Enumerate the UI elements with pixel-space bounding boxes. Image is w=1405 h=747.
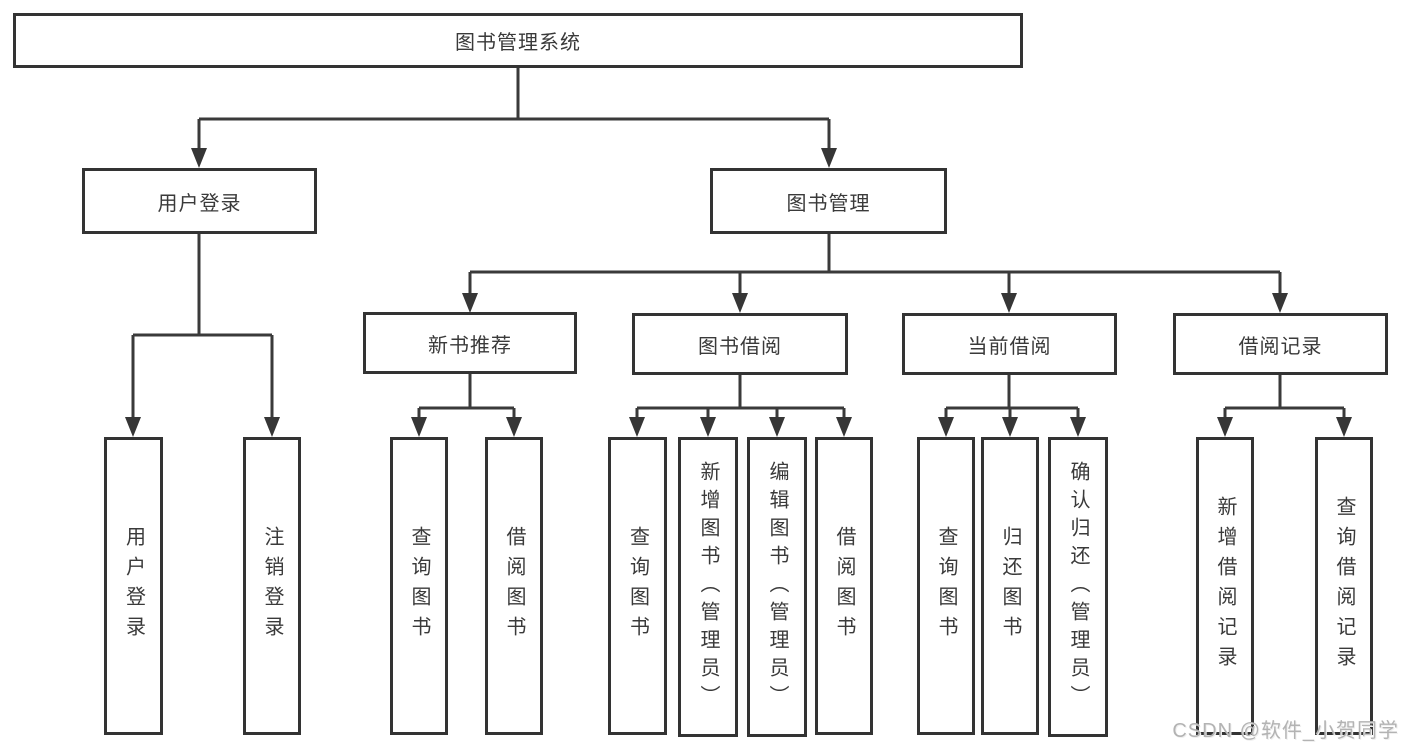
node-label: 当前借阅 xyxy=(967,335,1052,358)
node-label: 用户登录 xyxy=(157,192,242,215)
node-label: 新增图书（管理员） xyxy=(697,461,719,713)
leaf-query-books-current: 查询图书 xyxy=(917,437,975,735)
node-label: 注销登录 xyxy=(261,526,283,646)
node-label: 借阅记录 xyxy=(1238,335,1323,358)
node-label: 编辑图书（管理员） xyxy=(766,461,788,713)
leaf-borrow-books: 借阅图书 xyxy=(815,437,873,735)
node-label: 查询借阅记录 xyxy=(1333,496,1355,676)
leaf-confirm-return-admin: 确认归还（管理员） xyxy=(1048,437,1108,737)
leaf-query-borrow-record: 查询借阅记录 xyxy=(1315,437,1373,735)
node-user-login: 用户登录 xyxy=(82,168,317,234)
node-library-management-system: 图书管理系统 xyxy=(13,13,1023,68)
node-label: 用户登录 xyxy=(122,526,145,646)
leaf-query-books-borrow: 查询图书 xyxy=(608,437,667,735)
node-label: 图书借阅 xyxy=(698,335,782,358)
node-label: 新书推荐 xyxy=(428,334,512,357)
leaf-return-books: 归还图书 xyxy=(981,437,1039,735)
leaf-add-book-admin: 新增图书（管理员） xyxy=(678,437,738,737)
node-label: 新增借阅记录 xyxy=(1214,496,1236,676)
node-new-book-recommendation: 新书推荐 xyxy=(363,312,577,374)
node-label: 图书管理 xyxy=(786,192,871,215)
leaf-edit-book-admin: 编辑图书（管理员） xyxy=(747,437,807,737)
node-label: 借阅图书 xyxy=(503,526,525,646)
node-label: 归还图书 xyxy=(999,526,1021,646)
node-current-borrowing: 当前借阅 xyxy=(902,313,1117,375)
csdn-watermark: CSDN @软件_小贺同学 xyxy=(1172,720,1399,742)
node-label: 查询图书 xyxy=(935,526,957,646)
node-book-management: 图书管理 xyxy=(710,168,947,234)
node-label: 查询图书 xyxy=(408,526,430,646)
node-borrowing-records: 借阅记录 xyxy=(1173,313,1388,375)
node-label: 借阅图书 xyxy=(833,526,855,646)
leaf-logout: 注销登录 xyxy=(243,437,301,735)
node-label: 图书管理系统 xyxy=(455,32,581,54)
node-label: 查询图书 xyxy=(626,526,649,646)
leaf-query-books-recommend: 查询图书 xyxy=(390,437,448,735)
node-label: 确认归还（管理员） xyxy=(1067,461,1089,713)
node-book-borrowing: 图书借阅 xyxy=(632,313,848,375)
leaf-borrow-books-recommend: 借阅图书 xyxy=(485,437,543,735)
leaf-add-borrow-record: 新增借阅记录 xyxy=(1196,437,1254,735)
leaf-user-login: 用户登录 xyxy=(104,437,163,735)
